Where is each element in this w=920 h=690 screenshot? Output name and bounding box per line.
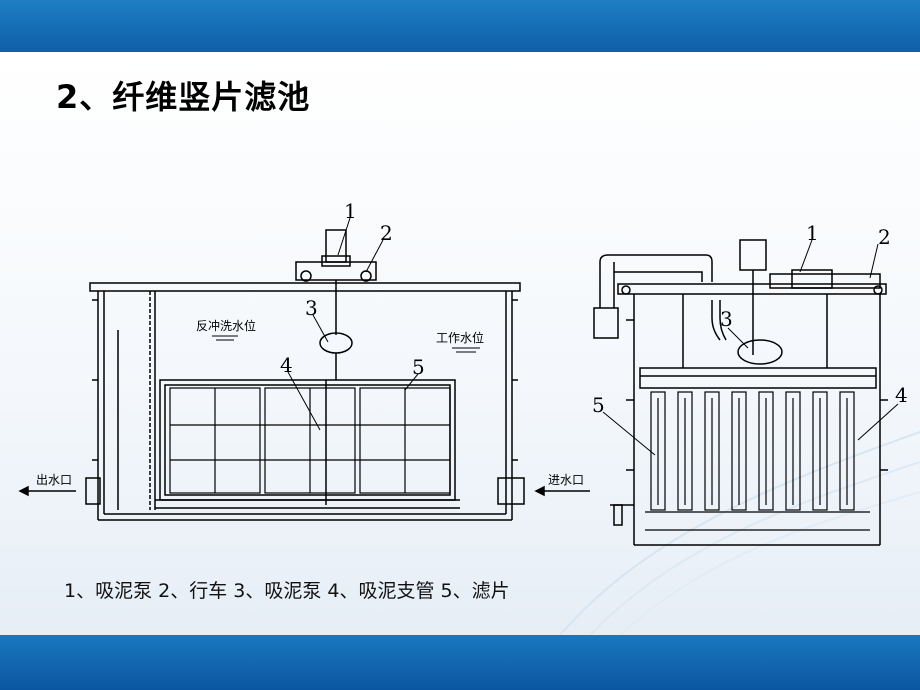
left-filter-tank-diagram: [18, 217, 590, 521]
working-water-level-label: 工作水位: [436, 330, 484, 345]
right-filter-sheets: [645, 391, 870, 531]
right-label-2: 2: [878, 225, 891, 249]
left-label-2: 2: [380, 221, 393, 245]
right-filter-tank-diagram: [593, 239, 888, 546]
inlet-label: 进水口: [548, 473, 584, 487]
header-band: [0, 0, 920, 52]
right-leaders: [602, 239, 899, 456]
slide-title: 2、纤维竖片滤池: [56, 78, 311, 116]
backwash-water-level-label: 反冲洗水位: [196, 318, 256, 333]
right-label-4: 4: [895, 383, 908, 407]
right-label-3: 3: [720, 307, 733, 331]
left-label-1: 1: [344, 199, 357, 223]
left-label-3: 3: [305, 296, 318, 320]
outlet-label: 出水口: [36, 473, 72, 487]
footer-band: [0, 635, 920, 690]
left-label-4: 4: [280, 353, 293, 377]
legend-caption: 1、吸泥泵 2、行车 3、吸泥泵 4、吸泥支管 5、滤片: [64, 580, 510, 602]
left-label-5: 5: [412, 355, 425, 379]
right-label-1: 1: [806, 221, 819, 245]
right-label-5: 5: [592, 393, 605, 417]
slide-background: [0, 52, 920, 635]
